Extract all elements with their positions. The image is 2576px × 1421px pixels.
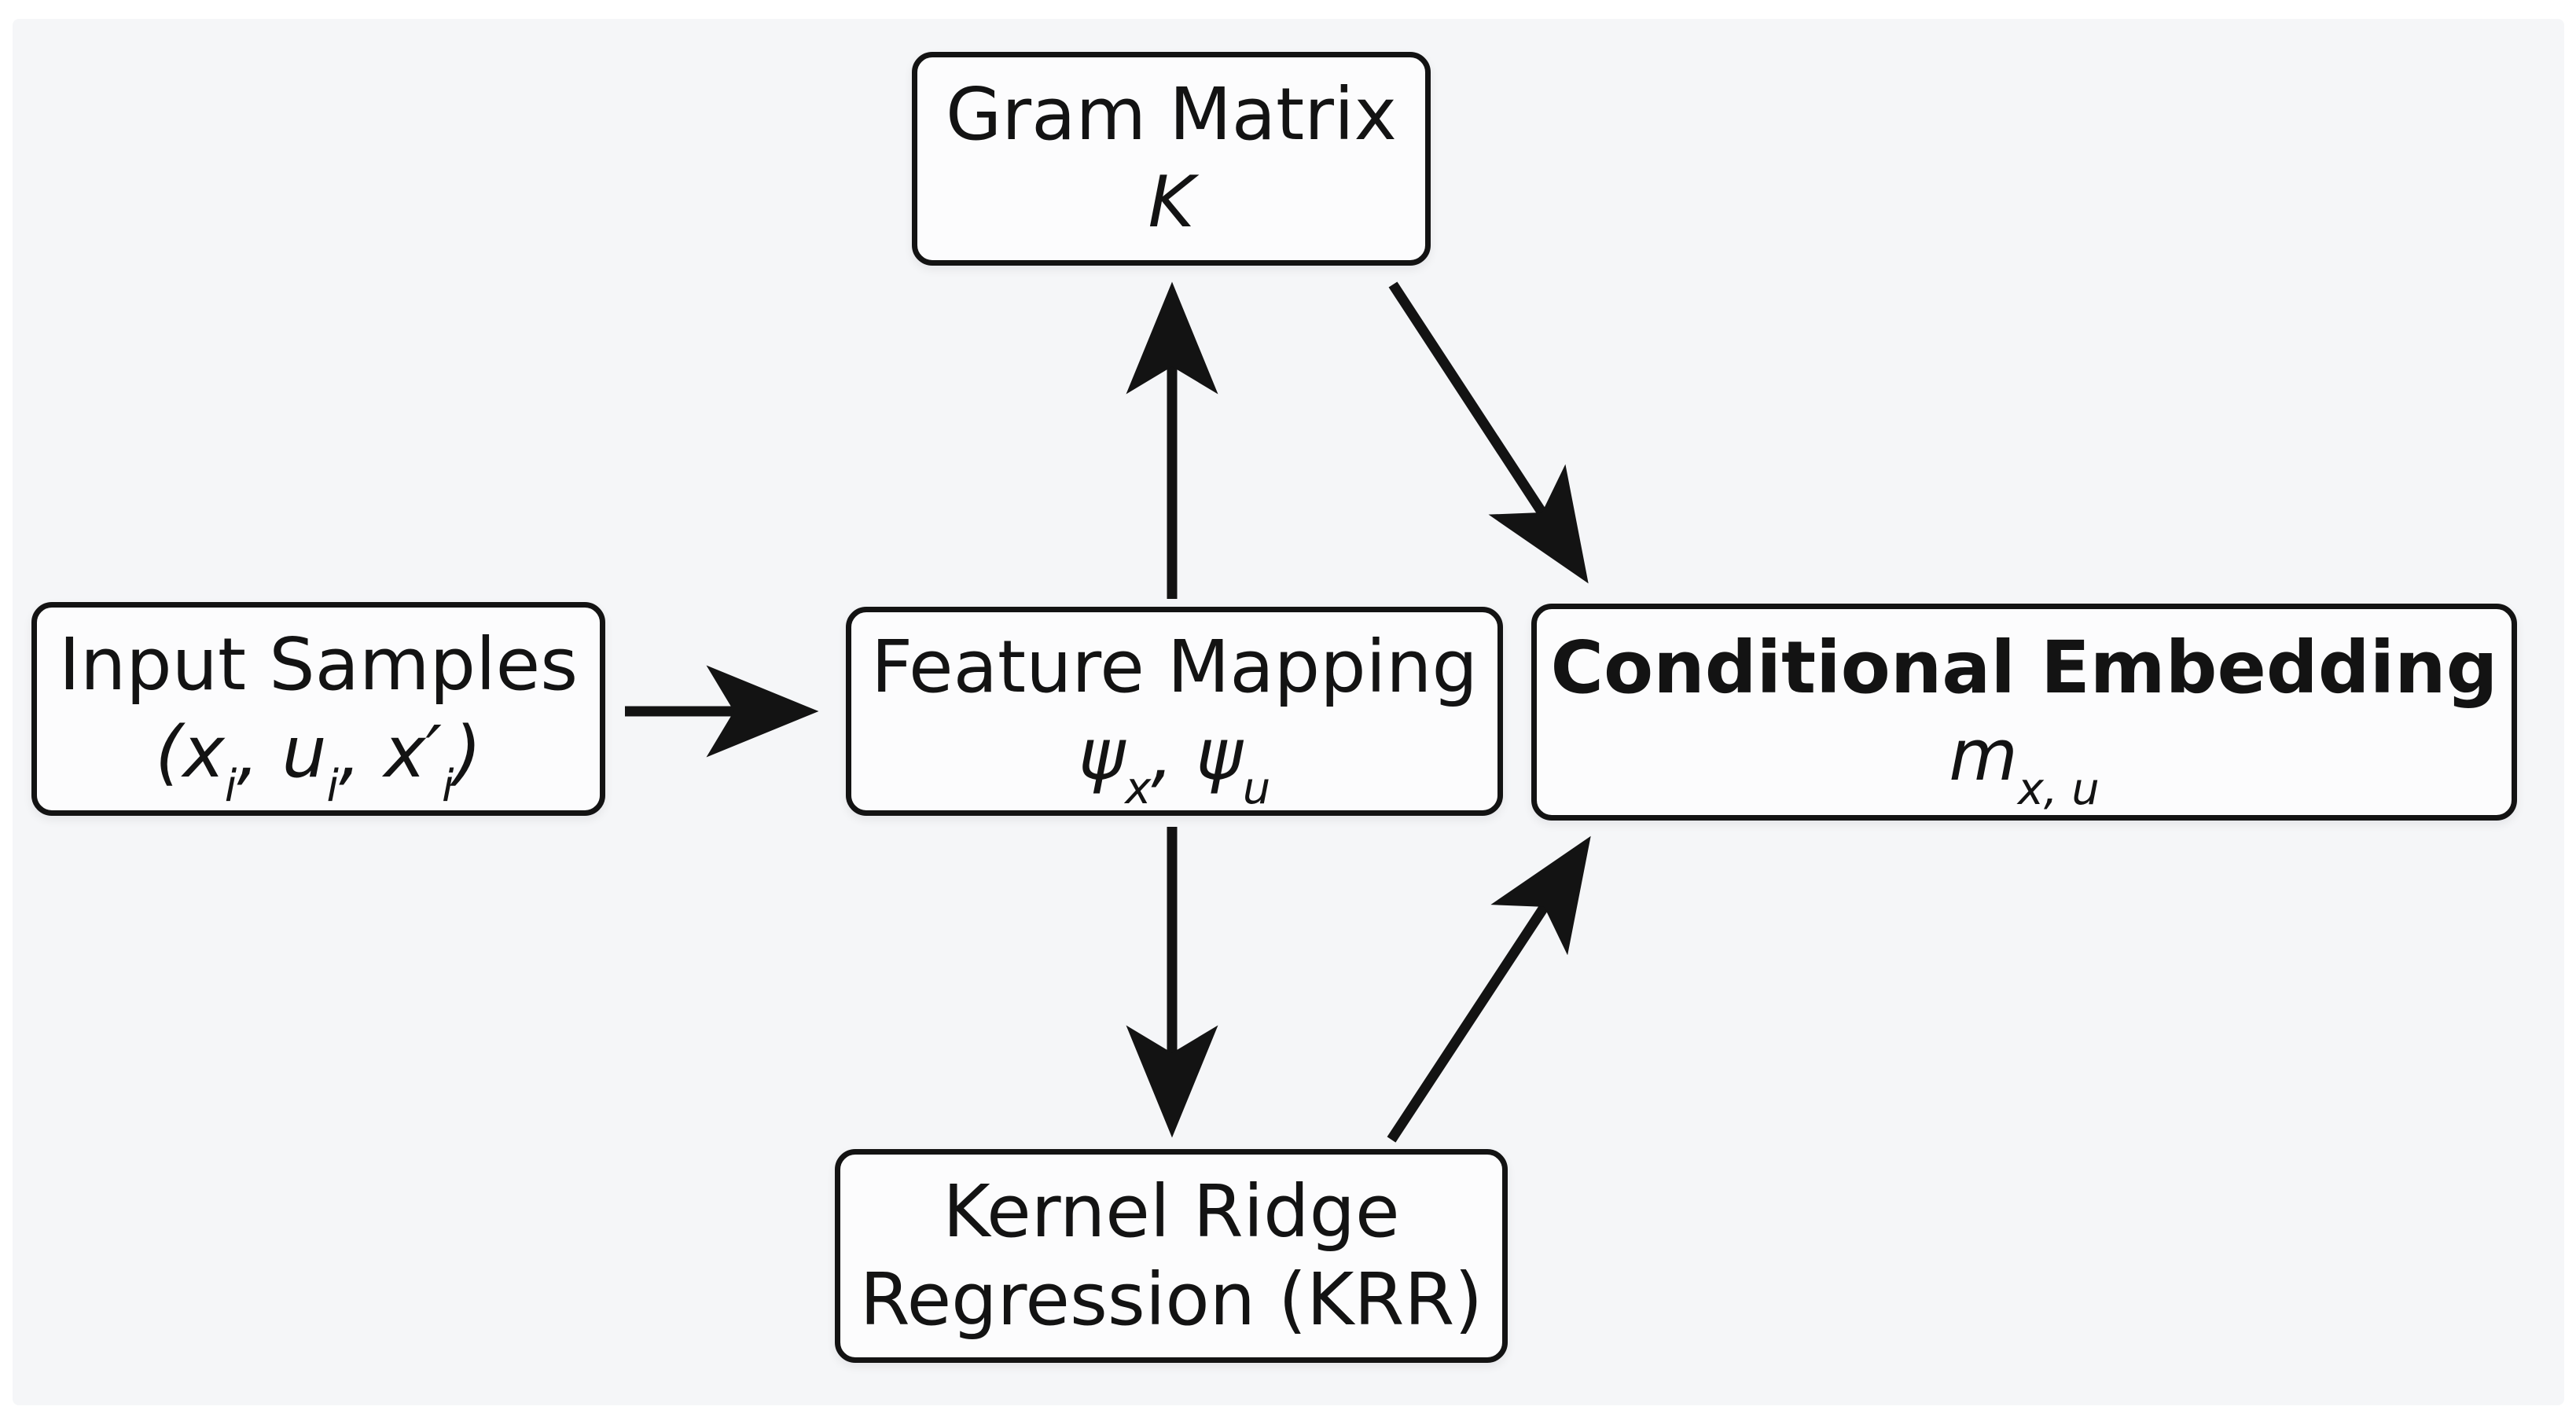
feature-mapping-math: ψx, ψu bbox=[1078, 713, 1271, 815]
krr-title-line1: Kernel Ridge bbox=[943, 1169, 1400, 1254]
conditional-embedding-title: Conditional Embedding bbox=[1550, 625, 2498, 710]
node-krr: Kernel Ridge Regression (KRR) bbox=[835, 1149, 1508, 1363]
arrow-gram-matrix-to-conditional-embedding bbox=[1388, 281, 1589, 584]
node-conditional-embedding: Conditional Embedding mx, u bbox=[1531, 604, 2517, 821]
gram-matrix-title: Gram Matrix bbox=[945, 72, 1397, 156]
gram-matrix-math: K bbox=[1148, 160, 1195, 244]
conditional-embedding-math: mx, u bbox=[1949, 714, 2100, 816]
input-samples-math: (xi, ui, x′i) bbox=[155, 710, 482, 813]
node-gram-matrix: Gram Matrix K bbox=[912, 52, 1431, 266]
krr-title-line2: Regression (KRR) bbox=[859, 1258, 1483, 1342]
input-samples-title: Input Samples bbox=[58, 622, 579, 707]
node-input-samples: Input Samples (xi, ui, x′i) bbox=[31, 602, 605, 816]
arrow-krr-to-conditional-embedding bbox=[1387, 835, 1591, 1143]
node-feature-mapping: Feature Mapping ψx, ψu bbox=[846, 607, 1503, 816]
feature-mapping-title: Feature Mapping bbox=[871, 624, 1478, 709]
